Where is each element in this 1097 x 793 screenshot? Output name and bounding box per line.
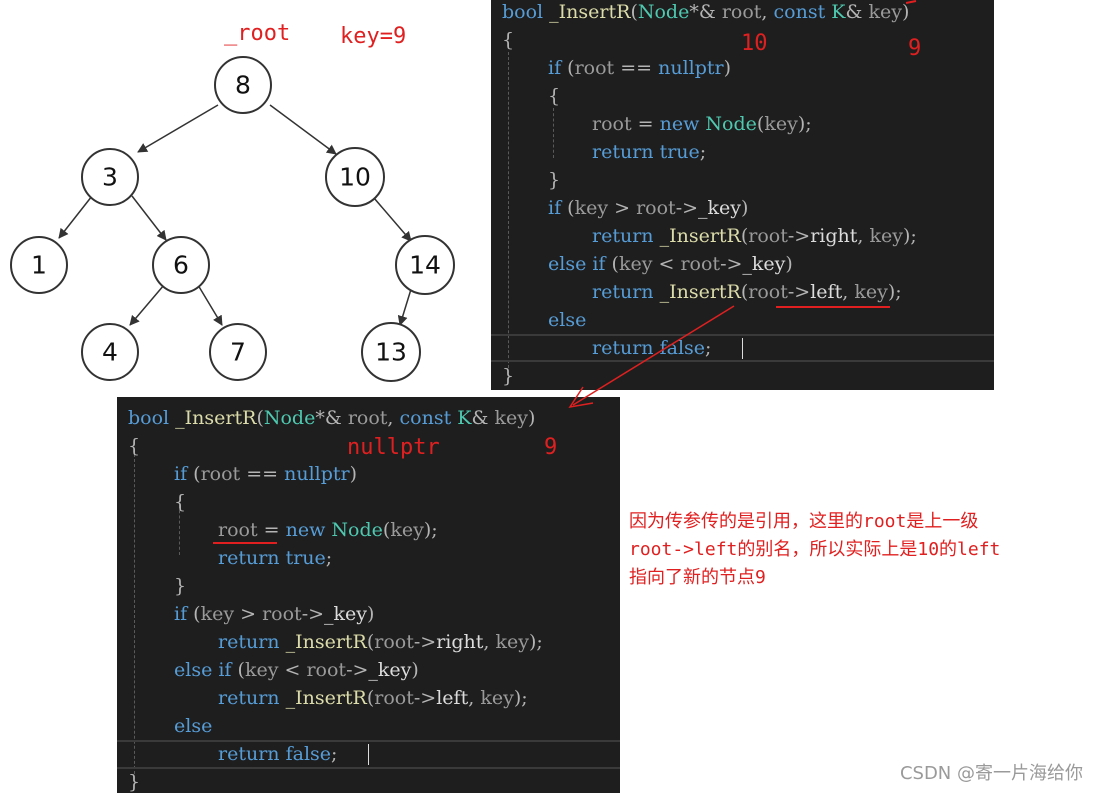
svg-text:13: 13 <box>375 338 407 367</box>
code-line: { <box>174 491 187 513</box>
binary-search-tree: 8 3 10 1 6 14 4 7 13 <box>10 56 455 382</box>
code-line: return true; <box>592 141 707 163</box>
indent-guide <box>179 505 180 555</box>
annotation-root-value: 10 <box>741 31 768 56</box>
code-line: { <box>128 435 141 457</box>
code-line: { <box>548 85 561 107</box>
code-line: bool _InsertR(Node*& root, const K& key) <box>502 1 910 23</box>
edge-10-14 <box>373 197 412 242</box>
svg-text:7: 7 <box>230 338 246 367</box>
text-cursor <box>368 744 369 765</box>
current-line-border <box>117 740 620 742</box>
svg-text:4: 4 <box>102 338 118 367</box>
edge-6-4 <box>129 284 165 326</box>
root-left-underline <box>776 306 890 308</box>
watermark: CSDN @寄一片海给你 <box>899 763 1083 784</box>
text-cursor <box>742 338 743 359</box>
code-line: else if (key < root->_key) <box>548 253 793 275</box>
code-line: return true; <box>218 547 333 569</box>
code-line: } <box>502 365 515 387</box>
tree-node-4: 4 <box>81 323 139 381</box>
code-line: } <box>548 169 561 191</box>
tree-node-6: 6 <box>152 236 210 294</box>
svg-text:8: 8 <box>235 71 251 100</box>
code-line: } <box>174 575 187 597</box>
edge-8-10 <box>269 104 337 155</box>
tree-node-1: 1 <box>10 236 68 294</box>
svg-text:14: 14 <box>409 251 441 280</box>
tree-node-7: 7 <box>209 323 267 381</box>
code-line: return _InsertR(root->right, key); <box>218 631 543 653</box>
svg-text:10: 10 <box>339 163 371 192</box>
annotation-key-value: 9 <box>544 435 558 460</box>
svg-text:1: 1 <box>31 251 47 280</box>
code-line: return _InsertR(root->left, key); <box>592 281 902 303</box>
edge-3-1 <box>58 195 93 239</box>
code-line: root = new Node(key); <box>592 113 812 135</box>
tree-node-13: 13 <box>361 322 421 382</box>
indent-guide <box>134 449 135 784</box>
code-line: return _InsertR(root->left, key); <box>218 687 528 709</box>
edge-6-7 <box>197 284 223 326</box>
code-line: bool _InsertR(Node*& root, const K& key) <box>128 407 536 429</box>
code-line: return _InsertR(root->right, key); <box>592 225 917 247</box>
edge-3-6 <box>131 195 167 241</box>
code-line: } <box>128 771 141 793</box>
code-line: root = new Node(key); <box>218 519 438 541</box>
edge-8-3 <box>137 104 219 153</box>
tree-edges <box>58 104 413 326</box>
code-line: return false; <box>218 743 338 765</box>
explanation-note: 因为传参传的是引用，这里的root是上一级 root->left的别名，所以实际… <box>629 508 1089 592</box>
code-line: if (key > root->_key) <box>174 603 375 625</box>
tree-node-8: 8 <box>214 56 272 114</box>
indent-guide <box>553 108 554 158</box>
annotation-key-value: 9 <box>908 36 922 61</box>
code-line: else <box>548 309 587 331</box>
code-line: if (root == nullptr) <box>548 57 732 79</box>
note-line: root->left的别名，所以实际上是10的left <box>629 539 1001 560</box>
svg-text:3: 3 <box>102 163 118 192</box>
tree-node-3: 3 <box>81 148 139 206</box>
indent-guide <box>508 52 509 378</box>
svg-text:6: 6 <box>173 251 189 280</box>
code-panel-bottom: bool _InsertR(Node*& root, const K& key)… <box>117 397 620 793</box>
code-line: else <box>174 715 213 737</box>
tree-node-10: 10 <box>325 147 385 207</box>
note-line: 指向了新的节点9 <box>629 567 766 588</box>
code-panel-top: bool _InsertR(Node*& root, const K& key)… <box>491 0 994 390</box>
root-underline <box>213 542 277 544</box>
note-line: 因为传参传的是引用，这里的root是上一级 <box>629 511 979 532</box>
code-line: if (key > root->_key) <box>548 197 749 219</box>
current-line-border <box>491 334 994 336</box>
tree-node-14: 14 <box>395 235 455 295</box>
current-line-border <box>491 360 994 362</box>
code-line: { <box>502 29 515 51</box>
annotation-root-value: nullptr <box>347 435 440 460</box>
key-label: key=9 <box>340 24 407 49</box>
code-line: else if (key < root->_key) <box>174 659 419 681</box>
edge-14-13 <box>397 285 413 326</box>
code-line: if (root == nullptr) <box>174 463 358 485</box>
current-line-border <box>117 767 620 769</box>
root-label: _root <box>224 21 291 46</box>
